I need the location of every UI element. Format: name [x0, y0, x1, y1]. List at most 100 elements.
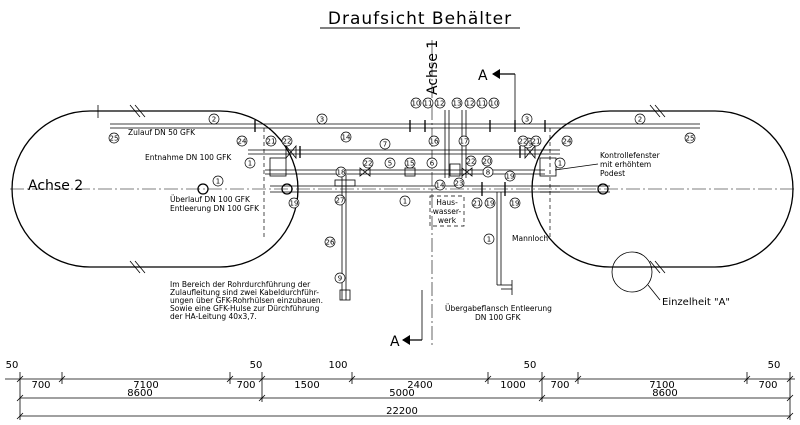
item-bubble: 7 — [379, 138, 391, 150]
svg-text:21: 21 — [532, 138, 541, 146]
dim-text: 50 — [6, 360, 19, 371]
dim-text: 700 — [758, 380, 777, 391]
svg-text:20: 20 — [483, 158, 492, 166]
item-bubble: 1 — [399, 195, 411, 207]
item-bubble: 23 — [453, 177, 465, 189]
uebergabe-label-1: Übergabeflansch Entleerung — [445, 304, 552, 313]
item-bubble: 12 — [464, 97, 476, 109]
dim-text: 5000 — [389, 388, 414, 399]
dim-text: 7100 — [133, 380, 158, 391]
svg-text:14: 14 — [342, 134, 351, 142]
item-bubble: 24 — [561, 135, 573, 147]
dim-text: 1500 — [294, 380, 319, 391]
item-bubble: 11 — [422, 97, 434, 109]
dim-total: 22200 — [386, 406, 418, 417]
item-bubble: 1 — [212, 175, 224, 187]
note-line: Im Bereich der Rohrdurchführung der — [170, 280, 311, 289]
item-bubble: 27 — [334, 194, 346, 206]
svg-text:25: 25 — [686, 135, 695, 143]
item-bubble: 25 — [684, 132, 696, 144]
dim-text: 50 — [524, 360, 537, 371]
svg-text:22: 22 — [519, 138, 528, 146]
section-a-top-letter: A — [478, 68, 488, 84]
svg-text:3: 3 — [320, 116, 324, 124]
svg-text:21: 21 — [473, 200, 482, 208]
item-bubble: 8 — [482, 166, 494, 178]
axis-1-label: Achse 1 — [425, 40, 441, 95]
section-a-top: A — [478, 68, 516, 120]
item-bubble: 3 — [316, 113, 328, 125]
svg-text:2: 2 — [638, 116, 642, 124]
dim-text: 700 — [236, 380, 255, 391]
svg-text:1: 1 — [248, 160, 252, 168]
hauswasserwerk-box: Haus- wasser- werk — [429, 195, 465, 227]
dim-text: 50 — [250, 360, 263, 371]
item-bubble: 22 — [281, 135, 293, 147]
kontroll-label-1: Kontrollefenster — [600, 151, 661, 160]
item-bubble: 1 — [483, 233, 495, 245]
item-bubble: 25 — [108, 132, 120, 144]
hauswasser-label-1: Haus- — [436, 198, 458, 207]
section-a-bottom: A — [390, 290, 423, 350]
axis-2-label: Achse 2 — [28, 178, 83, 194]
svg-text:19: 19 — [290, 200, 299, 208]
note-line: Sowie eine GFK-Hulse zur Dürchführung — [170, 304, 320, 313]
dim-text: 8600 — [652, 388, 677, 399]
svg-text:27: 27 — [336, 197, 345, 205]
item-bubble: 5 — [384, 157, 396, 169]
svg-text:19: 19 — [486, 200, 495, 208]
svg-text:14: 14 — [436, 182, 445, 190]
item-bubble: 11 — [476, 97, 488, 109]
svg-text:1: 1 — [558, 160, 562, 168]
svg-text:13: 13 — [453, 100, 462, 108]
svg-text:10: 10 — [412, 100, 421, 108]
note-line: der HA-Leitung 40x3,7. — [170, 312, 257, 321]
svg-text:2: 2 — [212, 116, 216, 124]
dimension-chain: 50 700 7100 700 50 1500 100 2400 1000 50… — [5, 360, 795, 420]
svg-text:24: 24 — [238, 138, 247, 146]
note-line: Zulaufleitung sind zwei Kabeldurchführ- — [170, 288, 319, 297]
item-bubble: 19 — [509, 197, 521, 209]
item-bubble: 10 — [410, 97, 422, 109]
item-bubble: 19 — [484, 197, 496, 209]
item-bubble: 1 — [244, 157, 256, 169]
svg-text:11: 11 — [478, 100, 487, 108]
item-bubble: 21 — [530, 135, 542, 147]
svg-text:19: 19 — [524, 140, 533, 148]
item-bubble: 21 — [471, 197, 483, 209]
svg-text:19: 19 — [506, 173, 515, 181]
note-line: ungen über GFK-Rohrhülsen einzubauen. — [170, 296, 323, 305]
item-bubble: 19 — [504, 170, 516, 182]
svg-text:24: 24 — [563, 138, 572, 146]
mannloch-label: Mannloch — [512, 234, 548, 243]
item-bubble: 17 — [458, 135, 470, 147]
detail-a-marker: Einzelheit "A" — [611, 251, 730, 308]
svg-text:19: 19 — [511, 200, 520, 208]
svg-text:1: 1 — [487, 236, 491, 244]
hauswasser-label-2: wasser- — [433, 207, 462, 216]
ueberlauf-label: Überlauf DN 100 GFK — [170, 195, 251, 204]
kontroll-label-2: mit erhöhtem — [600, 160, 651, 169]
svg-text:22: 22 — [364, 160, 373, 168]
section-a-bottom-letter: A — [390, 334, 400, 350]
svg-text:6: 6 — [430, 160, 435, 168]
svg-text:21: 21 — [267, 138, 276, 146]
svg-text:18: 18 — [337, 169, 346, 177]
dim-text: 50 — [768, 360, 781, 371]
item-bubble: 26 — [324, 236, 336, 248]
item-bubble: 20 — [481, 155, 493, 167]
dim-text: 1000 — [500, 380, 525, 391]
entnahme-label: Entnahme DN 100 GFK — [145, 153, 232, 162]
item-bubble: 3 — [521, 113, 533, 125]
dim-text: 2400 — [407, 380, 432, 391]
svg-text:23: 23 — [455, 180, 464, 188]
item-bubbles: 1 1 1 1 1 2 2 3 3 5 6 7 8 9 10 10 11 11 … — [108, 97, 696, 284]
dim-text: 100 — [328, 360, 347, 371]
entleerung-label: Entleerung DN 100 GFK — [170, 204, 260, 213]
svg-text:17: 17 — [460, 138, 469, 146]
item-bubble: 22 — [362, 157, 374, 169]
kontroll-label-3: Podest — [600, 169, 625, 178]
item-bubble: 9 — [334, 272, 346, 284]
item-bubble: 14 — [434, 179, 446, 191]
